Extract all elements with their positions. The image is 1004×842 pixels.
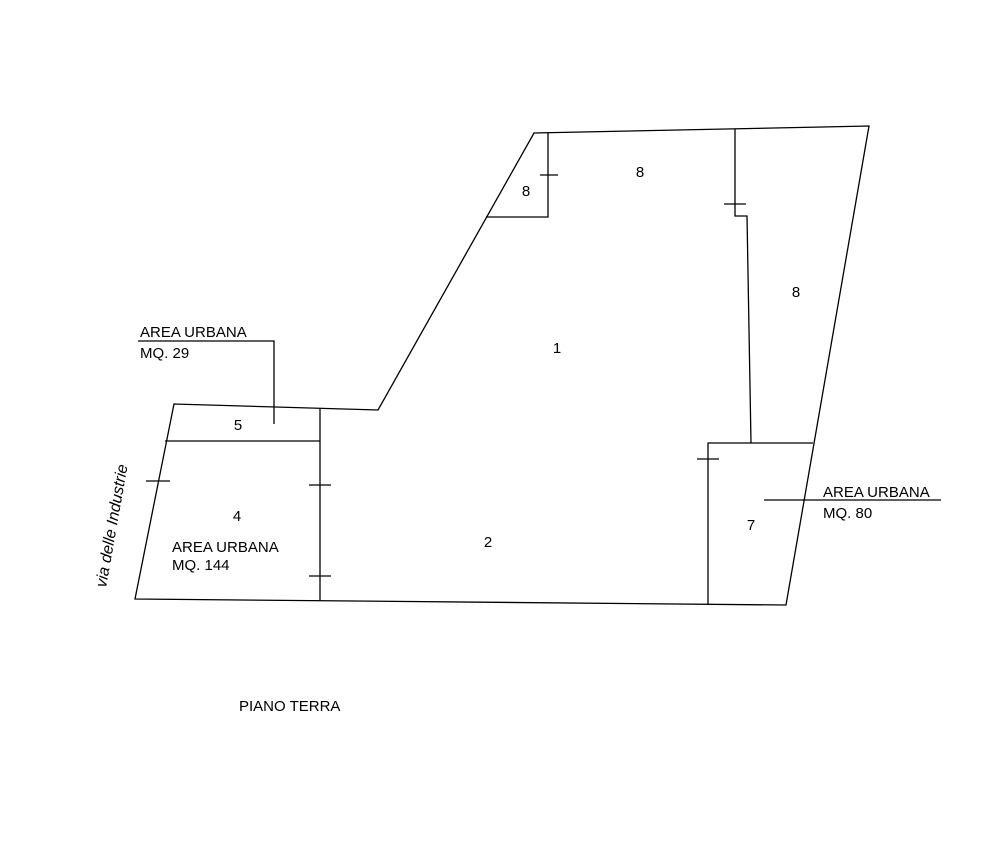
floor-title: PIANO TERRA: [239, 698, 340, 715]
callout-area-80-title: AREA URBANA: [823, 484, 930, 501]
leader-line-area-29: [138, 340, 275, 424]
callout-area-29-title: AREA URBANA: [140, 324, 247, 341]
room-label-8-top: 8: [636, 164, 644, 181]
street-name: via delle Industrie: [93, 463, 131, 589]
outer-boundary: [134, 125, 870, 606]
room-label-4: 4: [233, 508, 241, 525]
callout-area-144-size: MQ. 144: [172, 557, 230, 574]
room-8-corner-wall: [486, 133, 549, 218]
room-label-1: 1: [553, 340, 561, 357]
room-label-5: 5: [234, 417, 242, 434]
room-label-8-right: 8: [792, 284, 800, 301]
right-wall: [734, 129, 752, 444]
room-7-wall: [707, 442, 813, 605]
callout-area-144-title: AREA URBANA: [172, 539, 279, 556]
callout-area-29-size: MQ. 29: [140, 345, 189, 362]
room-label-8-corner: 8: [522, 183, 530, 200]
room-label-7: 7: [747, 517, 755, 534]
room-label-2: 2: [484, 534, 492, 551]
callout-area-80-size: MQ. 80: [823, 505, 872, 522]
